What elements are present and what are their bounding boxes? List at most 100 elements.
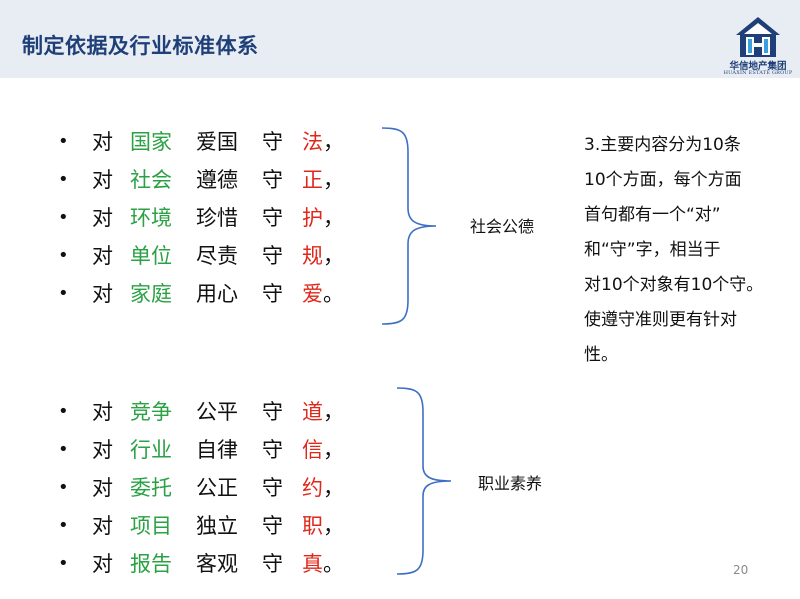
word-object: 项目 bbox=[130, 514, 172, 538]
bullet: • bbox=[58, 206, 69, 228]
word-dui: 对 bbox=[92, 514, 113, 538]
word-dui: 对 bbox=[92, 206, 113, 230]
word-shou: 守 bbox=[262, 400, 283, 424]
slide-header: 制定依据及行业标准体系 华信地产集团 HUAXIN ESTATE GROUP bbox=[0, 0, 800, 78]
word-action: 遵德 bbox=[196, 168, 238, 192]
word-dui: 对 bbox=[92, 400, 113, 424]
note-line: 使遵守准则更有针对 bbox=[584, 310, 737, 330]
word-object: 报告 bbox=[130, 552, 172, 576]
brace-label-2: 职业素养 bbox=[478, 474, 543, 493]
word-end: 正 bbox=[302, 168, 323, 192]
word-action: 自律 bbox=[196, 438, 238, 462]
word-shou: 守 bbox=[262, 552, 283, 576]
right-brace-2 bbox=[396, 387, 452, 575]
word-action: 尽责 bbox=[196, 244, 238, 268]
list-item: • 对 竞争 公平 守 道 ， bbox=[58, 392, 344, 430]
company-logo: 华信地产集团 HUAXIN ESTATE GROUP bbox=[718, 15, 798, 76]
slide-title: 制定依据及行业标准体系 bbox=[22, 34, 259, 58]
list-item: • 对 国家 爱国 守 法 ， bbox=[58, 122, 344, 160]
list-item: • 对 环境 珍惜 守 护 ， bbox=[58, 198, 344, 236]
logo-name-en: HUAXIN ESTATE GROUP bbox=[723, 70, 793, 76]
bullet: • bbox=[58, 438, 69, 460]
note-line: 性。 bbox=[584, 345, 618, 365]
list-item: • 对 社会 遵德 守 正 ， bbox=[58, 160, 344, 198]
logo-name-cn: 华信地产集团 bbox=[729, 61, 787, 72]
word-object: 单位 bbox=[130, 244, 172, 268]
punctuation: 。 bbox=[323, 552, 344, 576]
word-action: 公平 bbox=[196, 400, 238, 424]
word-shou: 守 bbox=[262, 244, 283, 268]
word-object: 家庭 bbox=[130, 282, 172, 306]
word-object: 竞争 bbox=[130, 400, 172, 424]
bullet: • bbox=[58, 514, 69, 536]
word-action: 爱国 bbox=[196, 130, 238, 154]
word-action: 独立 bbox=[196, 514, 238, 538]
bullet: • bbox=[58, 130, 69, 152]
word-dui: 对 bbox=[92, 438, 113, 462]
right-brace-1 bbox=[381, 127, 437, 325]
bullet: • bbox=[58, 400, 69, 422]
word-end: 真 bbox=[302, 552, 323, 576]
word-dui: 对 bbox=[92, 552, 113, 576]
word-dui: 对 bbox=[92, 130, 113, 154]
word-action: 珍惜 bbox=[196, 206, 238, 230]
word-dui: 对 bbox=[92, 168, 113, 192]
content-note: 3.主要内容分为10条 10个方面，每个方面 首句都有一个“对” 和“守”字，相… bbox=[584, 128, 794, 373]
word-object: 环境 bbox=[130, 206, 172, 230]
word-shou: 守 bbox=[262, 168, 283, 192]
punctuation: ， bbox=[323, 244, 344, 268]
word-end: 道 bbox=[302, 400, 323, 424]
punctuation: ， bbox=[323, 206, 344, 230]
word-end: 信 bbox=[302, 438, 323, 462]
word-shou: 守 bbox=[262, 282, 283, 306]
word-object: 行业 bbox=[130, 438, 172, 462]
word-end: 护 bbox=[302, 206, 323, 230]
word-action: 用心 bbox=[196, 282, 238, 306]
bullet: • bbox=[58, 168, 69, 190]
bullet: • bbox=[58, 282, 69, 304]
page-number: 20 bbox=[733, 563, 749, 577]
punctuation: ， bbox=[323, 168, 344, 192]
word-shou: 守 bbox=[262, 438, 283, 462]
note-line: 和“守”字，相当于 bbox=[584, 240, 721, 260]
list-item: • 对 行业 自律 守 信 ， bbox=[58, 430, 344, 468]
punctuation: ， bbox=[323, 438, 344, 462]
word-dui: 对 bbox=[92, 476, 113, 500]
word-end: 约 bbox=[302, 476, 323, 500]
word-action: 客观 bbox=[196, 552, 238, 576]
word-dui: 对 bbox=[92, 282, 113, 306]
list-item: • 对 单位 尽责 守 规 ， bbox=[58, 236, 344, 274]
list-item: • 对 委托 公正 守 约 ， bbox=[58, 468, 344, 506]
word-end: 规 bbox=[302, 244, 323, 268]
word-end: 职 bbox=[302, 514, 323, 538]
punctuation: 。 bbox=[323, 282, 344, 306]
bullet: • bbox=[58, 552, 69, 574]
word-shou: 守 bbox=[262, 514, 283, 538]
group-social-morality: • 对 国家 爱国 守 法 ， • 对 社会 遵德 守 正 ， • 对 环境 珍… bbox=[58, 122, 344, 312]
word-action: 公正 bbox=[196, 476, 238, 500]
bullet: • bbox=[58, 244, 69, 266]
huaxin-logo-icon bbox=[736, 17, 780, 57]
note-line: 对10个对象有10个守。 bbox=[584, 275, 764, 295]
word-shou: 守 bbox=[262, 130, 283, 154]
note-line: 3.主要内容分为10条 bbox=[584, 135, 741, 155]
word-object: 社会 bbox=[130, 168, 172, 192]
brace-label-1: 社会公德 bbox=[470, 217, 535, 236]
bullet: • bbox=[58, 476, 69, 498]
punctuation: ， bbox=[323, 514, 344, 538]
list-item: • 对 报告 客观 守 真 。 bbox=[58, 544, 344, 582]
word-dui: 对 bbox=[92, 244, 113, 268]
punctuation: ， bbox=[323, 400, 344, 424]
group-professional-quality: • 对 竞争 公平 守 道 ， • 对 行业 自律 守 信 ， • 对 委托 公… bbox=[58, 392, 344, 582]
list-item: • 对 项目 独立 守 职 ， bbox=[58, 506, 344, 544]
punctuation: ， bbox=[323, 130, 344, 154]
word-object: 国家 bbox=[130, 130, 172, 154]
word-end: 法 bbox=[302, 130, 323, 154]
note-line: 10个方面，每个方面 bbox=[584, 170, 742, 190]
word-object: 委托 bbox=[130, 476, 172, 500]
word-shou: 守 bbox=[262, 476, 283, 500]
word-end: 爱 bbox=[302, 282, 323, 306]
note-line: 首句都有一个“对” bbox=[584, 205, 721, 225]
word-shou: 守 bbox=[262, 206, 283, 230]
punctuation: ， bbox=[323, 476, 344, 500]
